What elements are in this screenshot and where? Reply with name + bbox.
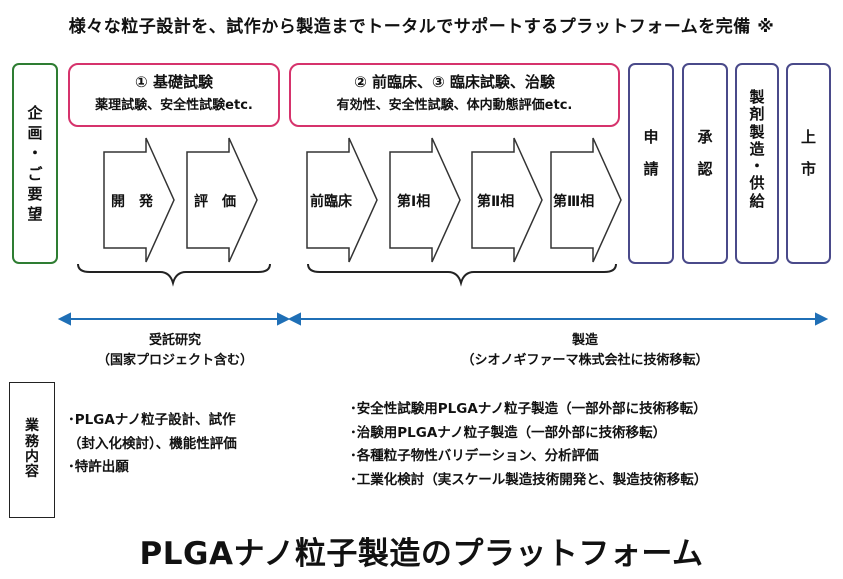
approval-char: 給 [749,191,765,210]
approval-char: 申 [643,128,659,146]
manufacturing-caption-note: （シオノギファーマ株式会社に技術移転） [461,353,709,369]
market-launch-box: 上 市 [786,63,831,264]
brace-research [77,263,271,287]
approval-char: 上 [800,128,816,146]
planning-char: 望 [27,205,43,223]
manufacturing-task-list: ･安全性試験用PLGAナノ粒子製造（一部外部に技術移転） ･治験用PLGAナノ粒… [350,398,707,493]
approval-box: 承 認 [682,63,728,264]
arrow-label-phase1: 第Ⅰ相 [397,194,431,210]
arrow-phase3 [550,137,622,263]
list-item: ･特許出願 [68,459,129,476]
approval-char: 製 [749,122,765,141]
arrow-label-phase3: 第Ⅲ相 [553,194,595,210]
business-label-char: 務 [25,433,39,450]
business-label-char: 容 [25,464,39,481]
arrow-development [103,137,175,263]
list-item: ･PLGAナノ粒子設計、試作 [68,412,236,428]
footer-title: PLGAナノ粒子製造のプラットフォーム [139,536,704,572]
phase-clinical-detail: 有効性、安全性試験、体内動態評価etc. [336,98,573,113]
phase-basic-box: ① 基礎試験 薬理試験、安全性試験etc. [68,63,280,127]
arrow-label-evaluation: 評 価 [194,194,236,210]
planning-char: 要 [27,184,43,203]
arrow-preclinical [306,137,378,263]
planning-box: 企 画 ・ ご 要 望 [12,63,58,264]
planning-char: ご [27,164,43,183]
arrow-phase2 [471,137,543,263]
planning-char: 画 [27,124,43,142]
approval-char: 製 [749,88,765,106]
approval-char: 剤 [749,105,765,124]
list-item: ･工業化検討（実スケール製造技術開発と、製造技術移転） [350,471,708,488]
manufacturing-caption-title: 製造 [571,333,598,348]
approval-char: 認 [697,160,713,179]
list-item: （封入化検討）、機能性評価 [68,435,237,452]
phase-basic-title: ① 基礎試験 [135,73,213,91]
arrow-label-development: 開 発 [111,194,153,210]
research-task-list: ･PLGAナノ粒子設計、試作 （封入化検討）、機能性評価 ･特許出願 [68,409,237,480]
arrow-label-phase2: 第Ⅱ相 [477,194,515,210]
arrow-evaluation [186,137,258,263]
manufacturing-caption: 製造 （シオノギファーマ株式会社に技術移転） [420,331,750,371]
approval-char: 請 [643,160,659,179]
application-box: 申 請 [628,63,674,264]
page-title: 様々な粒子設計を、試作から製造までトータルでサポートするプラットフォームを完備 … [68,17,775,37]
manufacturing-supply-box: 製 剤 製 造 ・ 供 給 [735,63,779,264]
approval-char: 造 [749,139,765,158]
list-item: ･治験用PLGAナノ粒子製造（一部外部に技術移転） [350,424,667,441]
phase-clinical-title: ② 前臨床、③ 臨床試験、治験 [354,73,555,91]
business-label-box: 業 務 内 容 [9,382,55,518]
approval-char: 市 [800,160,816,179]
list-item: ･安全性試験用PLGAナノ粒子製造（一部外部に技術移転） [350,401,707,417]
planning-char: ・ [27,144,43,163]
arrow-label-preclinical: 前臨床 [310,194,352,210]
research-caption-title: 受託研究 [148,333,201,348]
planning-char: 企 [27,103,43,122]
brace-clinical [307,263,617,287]
arrow-phase1 [389,137,461,263]
approval-char: ・ [749,157,765,175]
approval-char: 供 [749,174,765,193]
business-label-char: 内 [25,449,39,465]
list-item: ･各種粒子物性バリデーション、分析評価 [350,448,599,465]
phase-basic-detail: 薬理試験、安全性試験etc. [95,98,253,113]
research-caption-note: （国家プロジェクト含む） [96,353,253,369]
approval-char: 承 [697,128,713,146]
phase-clinical-box: ② 前臨床、③ 臨床試験、治験 有効性、安全性試験、体内動態評価etc. [289,63,620,127]
research-caption: 受託研究 （国家プロジェクト含む） [70,331,280,371]
business-label-char: 業 [25,418,39,435]
